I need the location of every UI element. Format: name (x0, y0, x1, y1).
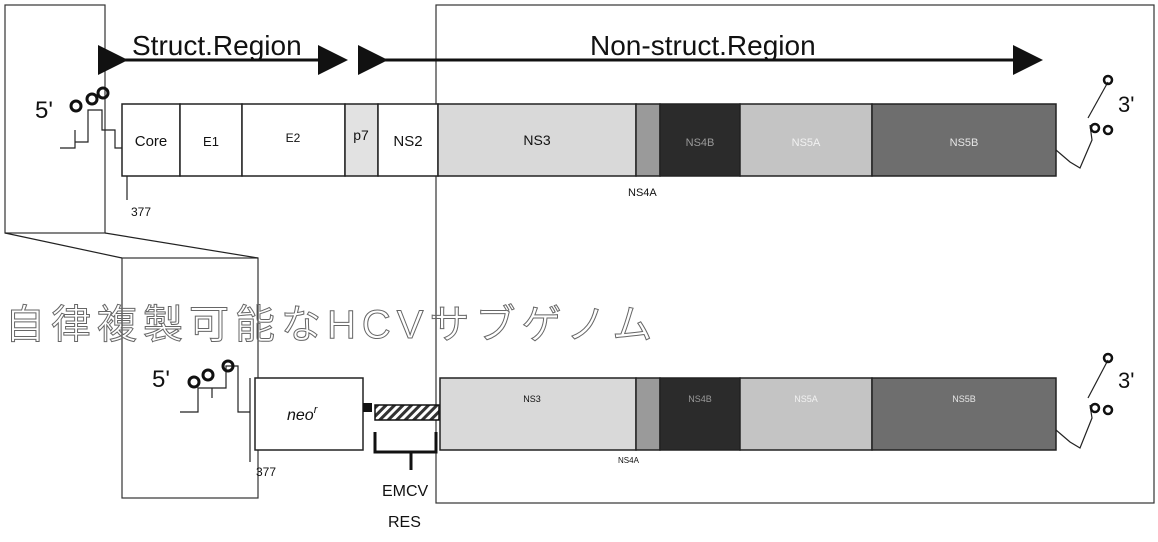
sub-label-ns5a: NS5A (794, 394, 818, 404)
genome-bar (122, 104, 1056, 176)
label-core: Core (135, 133, 168, 150)
sub-label-ns4b: NS4B (688, 394, 712, 404)
label-ns5b: NS5B (950, 137, 979, 149)
label-ns2: NS2 (393, 133, 422, 150)
genome-position-label: 377 (131, 205, 151, 219)
label-p7: p7 (353, 127, 369, 143)
sub-label-ns5b: NS5B (952, 394, 976, 404)
sub-segment-ns5a (740, 378, 872, 450)
zoom-connector-right (105, 233, 258, 258)
neo-linker (363, 403, 372, 412)
label-ns3: NS3 (523, 132, 550, 148)
sub-label-ns3: NS3 (523, 394, 541, 404)
subgenome-5prime-utr-icon (180, 361, 250, 412)
sub-segment-ns4a (636, 378, 660, 450)
genome-3prime-label: 3' (1118, 92, 1134, 117)
segment-emcv-ires (375, 405, 439, 420)
genome-5prime-label: 5' (35, 97, 53, 124)
subgenome-position-label: 377 (256, 465, 276, 479)
sub-label-ns4a: NS4A (618, 456, 640, 465)
label-ns5a: NS5A (792, 137, 821, 149)
label-ns4b: NS4B (686, 137, 715, 149)
sub-segment-ns3 (440, 378, 636, 450)
sub-segment-ns5b (872, 378, 1056, 450)
subgenome-bar (440, 378, 1056, 450)
genome-5prime-utr-icon (60, 88, 122, 148)
subgenome-3prime-label: 3' (1118, 368, 1134, 393)
emcv-label-line1: EMCV (382, 483, 429, 500)
label-e2: E2 (286, 131, 301, 145)
struct-region-label: Struct.Region (132, 30, 302, 61)
genome-3prime-utr-icon (1056, 76, 1112, 168)
sub-segment-ns4b (660, 378, 740, 450)
segment-ns4a (636, 104, 660, 176)
emcv-bracket (375, 432, 436, 452)
label-ns4a: NS4A (628, 187, 657, 199)
subgenome-5prime-label: 5' (152, 366, 170, 393)
subgenome-title: 自律複製可能なHCVサブゲノム (5, 303, 658, 347)
zoom-frame-left (5, 5, 105, 233)
subgenome-3prime-utr-icon (1056, 354, 1112, 448)
zoom-connector-left (5, 233, 122, 258)
nonstruct-region-label: Non-struct.Region (590, 30, 816, 61)
label-e1: E1 (203, 134, 219, 149)
emcv-label-line2: RES (388, 514, 421, 531)
